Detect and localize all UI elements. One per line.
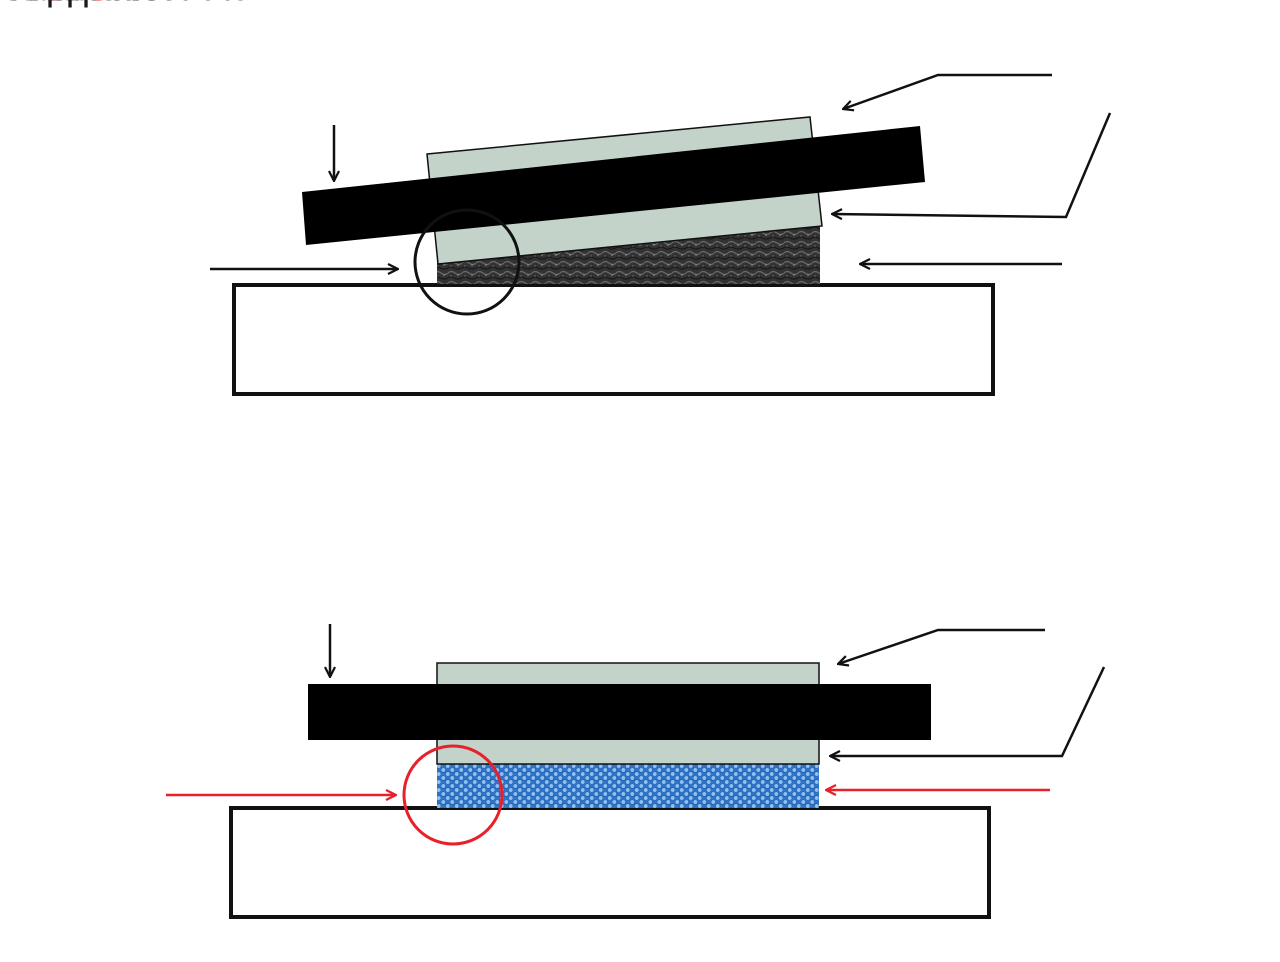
inform-label: InFORM <box>0 0 199 12</box>
top-copper-label: Copper <box>0 0 118 8</box>
even-thickness-label-line1: Even <box>0 0 82 8</box>
tilted-substrate <box>302 126 925 245</box>
bottom-copper-lower-arrow <box>830 666 1106 756</box>
top-panel: Baseplate Tilted Substrate Copper Solder… <box>0 0 1112 396</box>
bottom-copper-upper-arrow <box>838 628 1045 664</box>
tilted-substrate-label: Tilted Substrate <box>0 0 251 8</box>
top-baseplate-label: Baseplate <box>0 0 160 8</box>
lack-of-thickness-label-line2: Thickness <box>0 0 162 8</box>
lack-of-thickness-highlight-circle <box>413 208 521 316</box>
solder-label: Solder <box>0 0 104 8</box>
even-thickness-highlight-circle <box>402 744 504 846</box>
bottom-baseplate <box>229 806 991 919</box>
level-substrate <box>308 684 931 740</box>
bottom-panel: Baseplate Level Substrate Copper InFORM … <box>0 0 1106 919</box>
top-copper-lower-arrow <box>832 112 1112 217</box>
even-thickness-label-line2: Thickness <box>0 0 162 8</box>
top-baseplate <box>232 283 995 396</box>
bottom-copper-label: Copper <box>0 0 118 8</box>
bottom-baseplate-label: Baseplate <box>0 0 160 8</box>
top-copper-upper-arrow <box>843 73 1052 109</box>
level-substrate-label: Level Substrate <box>0 0 250 8</box>
lack-of-thickness-label-line1: Lack of <box>0 0 117 8</box>
